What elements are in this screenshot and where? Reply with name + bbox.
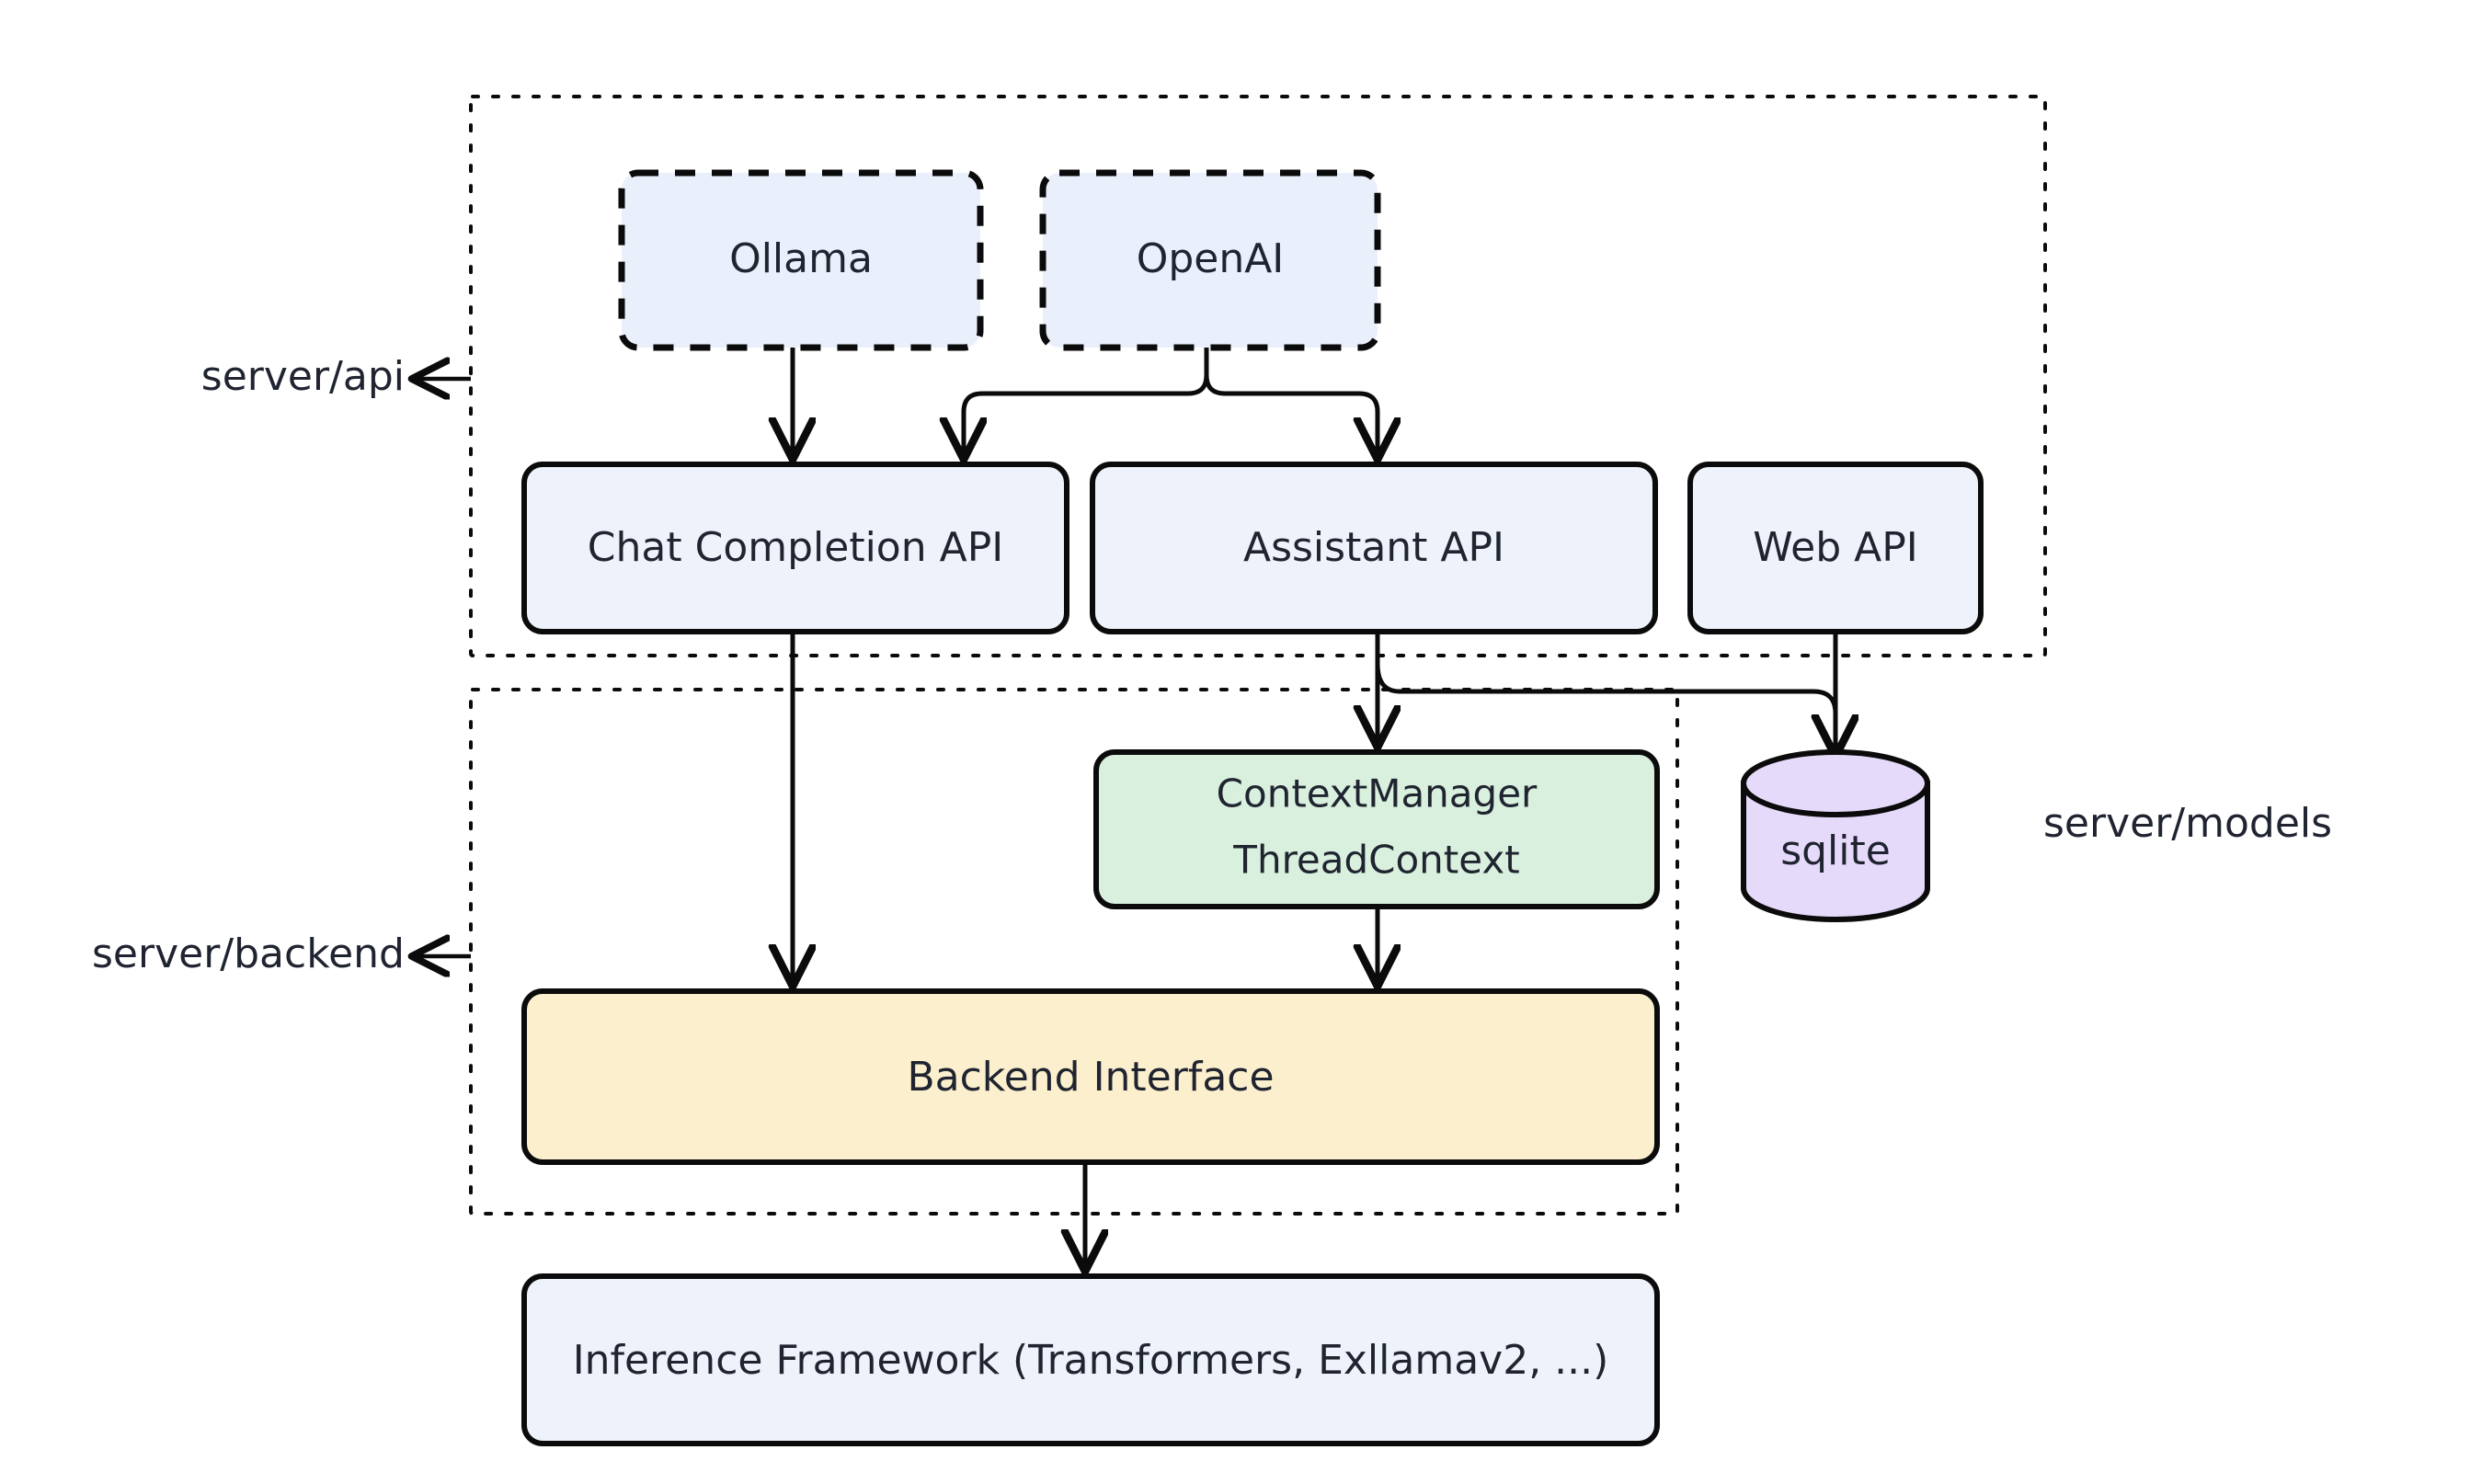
node-openai-box[interactable] — [1039, 169, 1381, 351]
node-sqlite-cylinder-top[interactable] — [1741, 749, 1930, 817]
node-backend-interface-box[interactable] — [521, 988, 1660, 1165]
group-container-server-api — [469, 95, 2047, 657]
node-openai-label: OpenAI — [1137, 235, 1285, 282]
node-chat-completion-api-label: Chat Completion API — [588, 524, 1003, 571]
node-assistant-api-label: Assistant API — [1243, 524, 1504, 571]
node-sqlite-label: sqlite — [1780, 828, 1891, 874]
node-context-manager-box[interactable] — [1093, 749, 1660, 909]
group-container-server-backend — [469, 688, 1679, 1216]
node-web-api-label: Web API — [1753, 524, 1918, 571]
node-context-manager[interactable]: ContextManager ThreadContext — [1093, 749, 1660, 909]
group-label-server-api: server/api — [201, 353, 405, 400]
group-label-server-models: server/models — [2043, 800, 2332, 847]
node-chat-completion-api-box[interactable] — [521, 462, 1069, 634]
edge-openai-to-chat-completion-api — [964, 348, 1209, 455]
node-inference-framework[interactable]: Inference Framework (Transformers, Exlla… — [521, 1273, 1660, 1446]
node-inference-framework-box[interactable] — [521, 1273, 1660, 1446]
node-backend-interface-label: Backend Interface — [907, 1054, 1274, 1101]
group-label-server-backend: server/backend — [92, 930, 405, 977]
edge-assistant-api-to-sqlite — [1375, 663, 1835, 752]
node-openai[interactable]: OpenAI — [1039, 169, 1381, 351]
node-sqlite[interactable]: sqlite — [1741, 749, 1930, 922]
node-assistant-api[interactable]: Assistant API — [1090, 462, 1658, 634]
node-context-manager-label-line2: ThreadContext — [1232, 838, 1519, 883]
edge-openai-to-assistant-api — [1204, 348, 1378, 455]
node-assistant-api-box[interactable] — [1090, 462, 1658, 634]
node-context-manager-label-line1: ContextManager — [1217, 771, 1538, 816]
node-ollama[interactable]: Ollama — [618, 169, 984, 351]
node-web-api-box[interactable] — [1687, 462, 1984, 634]
node-sqlite-cylinder-body[interactable] — [1741, 781, 1930, 922]
node-ollama-label: Ollama — [729, 235, 873, 282]
node-chat-completion-api[interactable]: Chat Completion API — [521, 462, 1069, 634]
node-inference-framework-label: Inference Framework (Transformers, Exlla… — [573, 1337, 1609, 1384]
node-ollama-box[interactable] — [618, 169, 984, 351]
node-web-api[interactable]: Web API — [1687, 462, 1984, 634]
node-backend-interface[interactable]: Backend Interface — [521, 988, 1660, 1165]
